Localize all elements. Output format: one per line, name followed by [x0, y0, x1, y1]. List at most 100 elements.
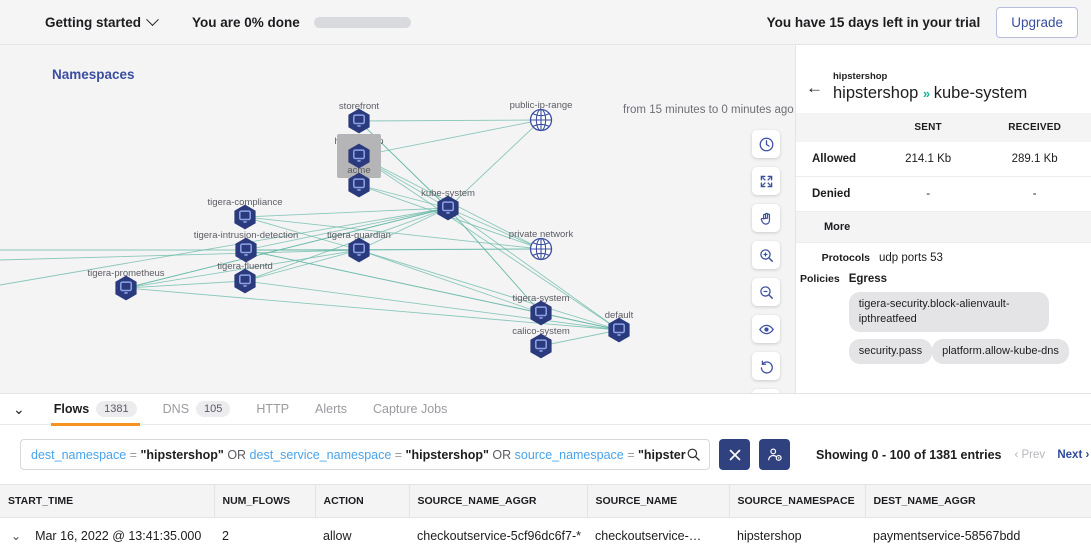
zoom-in-icon	[759, 248, 773, 262]
graph-node-private-network[interactable]	[528, 236, 554, 262]
trial-label: You have 15 days left in your trial	[766, 14, 981, 30]
expand-icon	[760, 175, 772, 187]
graph-edge	[540, 329, 620, 347]
results-count: Showing 0 - 100 of 1381 entries	[816, 447, 1002, 462]
query-token: "hipstershop"	[638, 447, 686, 462]
policies-label: Policies	[800, 273, 840, 285]
graph-edge	[245, 249, 542, 314]
graph-node-hipstershop[interactable]	[337, 134, 381, 178]
graph-node-tigera-prometheus[interactable]	[113, 275, 139, 301]
namespace-node-icon	[437, 195, 459, 221]
namespace-node-icon	[348, 143, 370, 169]
table-cell: hipstershop	[729, 517, 865, 551]
flows-col-header[interactable]: DEST_NAME_AGGR	[865, 484, 1091, 518]
namespace-node-icon	[348, 237, 370, 263]
prev-page-button[interactable]: ‹ Prev	[1014, 448, 1046, 461]
hand-icon	[760, 212, 770, 225]
graph-node-kube-system[interactable]	[435, 195, 461, 221]
traffic-cell: Denied	[796, 176, 878, 212]
tab-label: Capture Jobs	[373, 402, 448, 416]
flows-col-header[interactable]: SOURCE_NAMESPACE	[729, 484, 866, 518]
graph-node-default[interactable]	[606, 317, 632, 343]
tab-alerts[interactable]: Alerts	[302, 394, 360, 425]
query-token: "hipstershop"	[405, 447, 489, 462]
graph-node-tigera-compliance[interactable]	[232, 204, 258, 230]
tab-http[interactable]: HTTP	[243, 394, 302, 425]
flows-col-header[interactable]: SOURCE_NAME_AGGR	[409, 484, 588, 518]
flows-col-header[interactable]: START_TIME	[0, 484, 215, 518]
traffic-cell: -	[878, 176, 979, 212]
refresh-button[interactable]	[752, 389, 780, 393]
graph-scope-title[interactable]: Namespaces	[52, 67, 135, 82]
zoom-in-button[interactable]	[752, 241, 780, 269]
graph-node-tigera-fluentd[interactable]	[232, 268, 258, 294]
clock-button[interactable]	[752, 130, 780, 158]
graph-canvas[interactable]	[0, 45, 795, 393]
user-settings-button[interactable]	[759, 439, 790, 470]
protocols-row: Protocols udp ports 53	[796, 243, 1091, 264]
tab-label: Flows	[53, 402, 90, 416]
query-token: dest_namespace	[31, 447, 127, 462]
clear-search-button[interactable]	[719, 439, 750, 470]
graph-node-calico-system[interactable]	[528, 333, 554, 359]
table-cell: allow	[315, 517, 409, 551]
query-token: OR	[223, 447, 250, 462]
query-token: "hipstershop"	[140, 447, 224, 462]
search-icon[interactable]	[686, 447, 701, 462]
query-token: =	[623, 447, 638, 462]
flows-col-header[interactable]: SOURCE_NAME	[587, 484, 730, 518]
chevron-down-icon	[146, 12, 159, 26]
flows-col-header[interactable]: ACTION	[315, 484, 410, 518]
eye-button[interactable]	[752, 315, 780, 343]
service-graph-panel[interactable]: Namespaces from 15 minutes to 0 minutes …	[0, 45, 795, 393]
hand-button[interactable]	[752, 204, 780, 232]
more-section-header[interactable]: More	[796, 212, 1091, 243]
namespace-node-icon	[348, 172, 370, 198]
tab-label: Alerts	[315, 402, 347, 416]
graph-node-storefront[interactable]	[346, 108, 372, 134]
graph-edge	[358, 119, 542, 122]
back-arrow-icon[interactable]: ←	[806, 77, 823, 97]
traffic-cell: 214.1 Kb	[878, 142, 979, 177]
getting-started-label: Getting started	[45, 14, 142, 30]
search-input[interactable]: dest_namespace = "hipstershop" OR dest_s…	[20, 439, 710, 470]
undo-button[interactable]	[752, 352, 780, 380]
expand-button[interactable]	[752, 167, 780, 195]
zoom-out-button[interactable]	[752, 278, 780, 306]
protocols-value: udp ports 53	[879, 252, 943, 264]
policy-pill[interactable]: platform.allow-kube-dns	[932, 338, 1069, 364]
next-page-button[interactable]: Next ›	[1057, 448, 1090, 461]
graph-edge	[358, 184, 449, 209]
namespace-node-icon	[348, 108, 370, 134]
query-token: source_namespace	[514, 447, 624, 462]
undo-icon	[760, 360, 773, 374]
query-token: =	[126, 447, 141, 462]
policy-pill[interactable]: security.pass	[848, 338, 933, 364]
graph-edge	[244, 249, 360, 282]
graph-edge	[540, 312, 620, 331]
graph-node-public-ip-range[interactable]	[528, 107, 554, 133]
graph-node-tigera-system[interactable]	[528, 300, 554, 326]
upgrade-button[interactable]: Upgrade	[996, 6, 1078, 38]
graph-node-tigera-intrusion-detection[interactable]	[233, 237, 259, 263]
graph-node-acme[interactable]	[346, 172, 372, 198]
tab-capture-jobs[interactable]: Capture Jobs	[360, 394, 460, 425]
getting-started-menu[interactable]: Getting started	[45, 12, 159, 30]
collapse-chevron-icon[interactable]: ⌄	[13, 401, 25, 417]
policies-row: Policies Egress tigera-security.block-al…	[796, 264, 1091, 364]
policy-pill[interactable]: tigera-security.block-alienvault-ipthrea…	[848, 292, 1049, 332]
flows-col-header[interactable]: NUM_FLOWS	[214, 484, 316, 518]
traffic-cell: 289.1 Kb	[978, 142, 1091, 177]
graph-node-tigera-guardian[interactable]	[346, 237, 372, 263]
namespace-node-icon	[530, 300, 552, 326]
row-expand-icon[interactable]: ⌄	[11, 529, 22, 543]
query-text: dest_namespace = "hipstershop" OR dest_s…	[31, 448, 686, 462]
graph-edge	[358, 249, 620, 331]
